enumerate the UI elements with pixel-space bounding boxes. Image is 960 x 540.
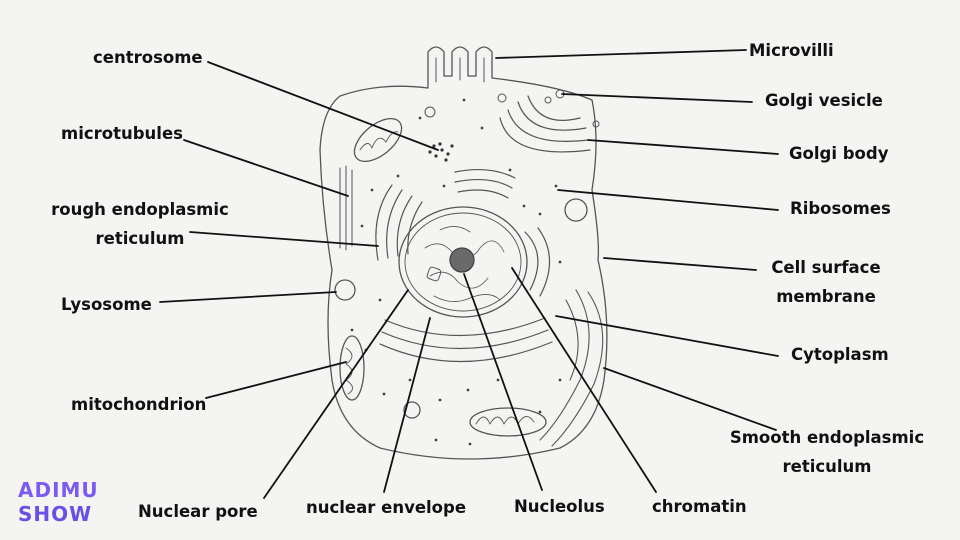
adimu-show-logo: ADIMU SHOW [18,478,99,526]
label-smooth-er: Smooth endoplasmic reticulum [726,424,928,482]
leader-ribosomes [557,189,779,211]
mitochondrion-left [339,335,365,401]
microvilli-inner [435,57,485,83]
logo-line2: SHOW [18,502,93,526]
label-nucleolus: Nucleolus [514,497,605,516]
label-nuclear-envelope: nuclear envelope [306,498,467,517]
leader-nuclear-envelope [383,317,431,493]
rough-er-right [524,227,551,297]
label-cytoplasm: Cytoplasm [791,345,889,364]
vacuole [564,198,588,222]
leader-cell-surface [603,257,757,271]
label-golgi-body: Golgi body [789,144,889,163]
label-lysosome: Lysosome [61,295,152,314]
lysosome [334,279,356,301]
leader-mitochondrion [205,361,347,399]
label-rough-er: rough endoplasmic reticulum [48,196,232,254]
label-microtubules: microtubules [61,124,183,143]
leader-microvilli [495,49,747,59]
rough-er-left [375,184,423,261]
ribosome-dots [350,98,562,446]
rough-er-top [454,168,516,199]
leader-nuclear-pore [263,289,409,499]
label-chromatin: chromatin [652,497,747,516]
leader-centrosome [207,61,439,151]
nuclear-envelope-inner [404,212,522,312]
smooth-er [539,289,604,447]
label-smooth-er-line2: reticulum [782,456,872,476]
label-rough-er-line2: reticulum [95,228,185,248]
leader-lysosome [159,291,337,303]
microtubules [339,165,353,251]
leader-cytoplasm [555,315,779,357]
leader-chromatin [511,267,657,493]
label-ribosomes: Ribosomes [790,199,891,218]
leader-rough-er [189,231,379,247]
mitochondrion-bottom [469,407,547,437]
label-microvilli: Microvilli [749,41,834,60]
centrosome-dots [428,142,454,162]
nucleolus [449,247,475,273]
nucleus [398,206,528,318]
mitochondrion-small [403,401,421,419]
label-golgi-vesicle: Golgi vesicle [765,91,883,110]
leader-microtubules [183,139,349,197]
leader-golgi-body [587,139,779,155]
label-cell-surface-line1: Cell surface [771,258,881,277]
label-smooth-er-line1: Smooth endoplasmic [729,428,925,447]
label-mitochondrion: mitochondrion [71,395,207,414]
mitochondrion-top-left [353,117,403,163]
logo-line1: ADIMU [18,478,99,502]
label-rough-er-line1: rough endoplasmic [51,200,229,219]
leader-golgi-vesicle [561,93,753,103]
golgi-body [499,95,591,153]
rough-er-bottom [379,317,553,363]
cell-surface-membrane [319,46,608,460]
label-cell-surface-line2: membrane [776,286,876,306]
label-nuclear-pore: Nuclear pore [138,502,258,521]
leader-nucleolus [463,273,543,491]
leader-smooth-er [603,367,777,431]
label-cell-surface: Cell surface membrane [756,254,896,312]
nuclear-pore [426,266,442,282]
label-centrosome: centrosome [93,48,203,67]
